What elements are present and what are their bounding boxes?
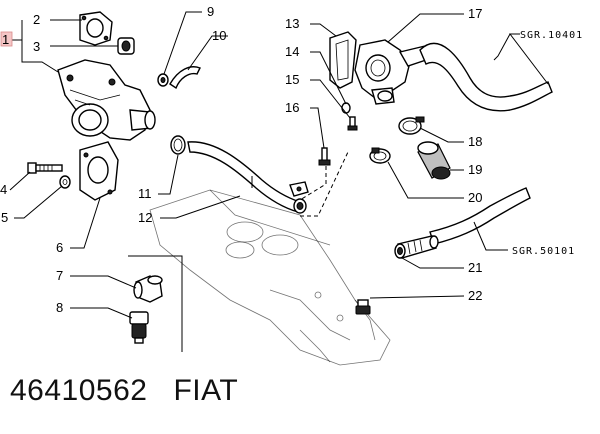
gasket-plate-2: [79, 11, 113, 46]
callout-2: 2: [33, 12, 40, 27]
gasket-13: [329, 31, 357, 89]
pipe-fitting-21: [394, 235, 439, 259]
radiator-hose-upper: [419, 42, 553, 112]
washer-5: [59, 175, 71, 189]
callout-16: 16: [285, 100, 299, 115]
callout-15: 15: [285, 72, 299, 87]
part-number: 46410562: [10, 374, 148, 407]
o-ring-11: [170, 135, 186, 155]
callout-18: 18: [468, 134, 482, 149]
callout-1-highlight: [0, 31, 13, 47]
callout-8: 8: [56, 300, 63, 315]
water-outlet-17: [354, 39, 434, 105]
callout-5: 5: [1, 210, 8, 225]
callout-17: 17: [468, 6, 482, 21]
bolt-16: [318, 147, 331, 166]
hose-clamp-20: [369, 147, 391, 164]
callout-21: 21: [468, 260, 482, 275]
bolt-4: [27, 162, 63, 174]
callout-6: 6: [56, 240, 63, 255]
callout-10: 10: [212, 28, 226, 43]
callout-12: 12: [138, 210, 152, 225]
hose-10: [169, 66, 201, 90]
washer-15: [341, 102, 351, 114]
callout-3: 3: [33, 39, 40, 54]
callout-1: 1: [2, 32, 9, 47]
bleed-screw-22: [355, 299, 371, 315]
callout-14: 14: [285, 44, 299, 59]
bolt-14: [347, 116, 358, 131]
reference-sgr-50101: SGR.50101: [512, 246, 575, 257]
footer-caption: 46410562 FIAT: [10, 374, 238, 408]
callout-numbers: 1 2 3 4 5 6 7 8 9 10 11 12 13 14 15 16 1…: [0, 4, 482, 315]
callout-20: 20: [468, 190, 482, 205]
callout-4: 4: [0, 182, 7, 197]
callout-13: 13: [285, 16, 299, 31]
plug-3: [117, 37, 135, 55]
callout-7: 7: [56, 268, 63, 283]
hose-clamp-18: [398, 116, 425, 135]
brand-name: FIAT: [173, 374, 239, 407]
callout-11: 11: [138, 186, 152, 201]
sensor-8: [129, 311, 149, 344]
elbow-fitting-7: [133, 275, 163, 303]
radiator-hose-lower: [429, 187, 531, 245]
callout-19: 19: [468, 162, 482, 177]
gasket-6: [79, 141, 119, 201]
hose-sleeve-19: [417, 141, 451, 180]
clip-9: [157, 73, 169, 87]
thermostat-housing: [57, 59, 156, 141]
engine-block-outline: [149, 189, 391, 366]
callout-22: 22: [468, 288, 482, 303]
callout-lines: [9, 11, 549, 352]
callout-9: 9: [207, 4, 214, 19]
reference-sgr-10401: SGR.10401: [520, 30, 583, 41]
coolant-pipe-12: [187, 141, 309, 214]
